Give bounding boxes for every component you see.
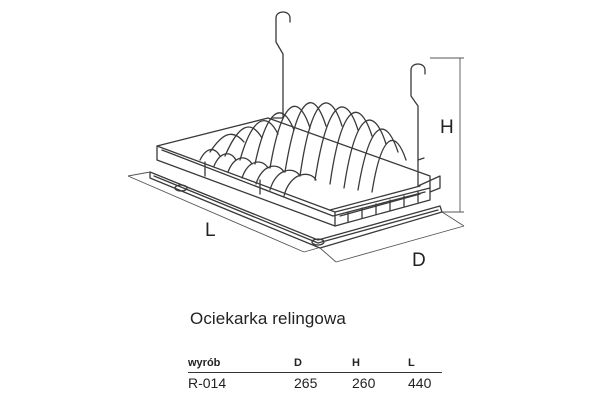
table-divider <box>188 372 442 373</box>
length-dimension-label: L <box>205 220 216 241</box>
depth-dimension-label: D <box>412 250 426 271</box>
dish-rack-illustration: H L D <box>127 11 465 271</box>
cell-length: 440 <box>408 375 432 391</box>
cell-height: 260 <box>352 375 376 391</box>
drip-tray <box>149 171 443 249</box>
dimension-lines <box>127 57 465 263</box>
cell-product-code: R-014 <box>188 375 227 391</box>
spec-table-header: wyrób D H L <box>188 354 448 372</box>
header-depth: D <box>294 357 302 369</box>
header-product-code: wyrób <box>188 357 221 369</box>
spec-table: wyrób D H L R-014 265 260 440 <box>188 354 448 394</box>
plate-wires <box>199 102 407 197</box>
header-length: L <box>408 357 415 369</box>
height-dimension-label: H <box>440 117 454 138</box>
header-height: H <box>352 357 360 369</box>
right-hanger <box>410 63 441 193</box>
left-hanger <box>271 11 291 119</box>
table-row: R-014 265 260 440 <box>188 372 448 394</box>
cell-depth: 265 <box>294 375 318 391</box>
product-name: Ociekarka relingowa <box>190 309 346 328</box>
rack-frame <box>156 117 431 227</box>
